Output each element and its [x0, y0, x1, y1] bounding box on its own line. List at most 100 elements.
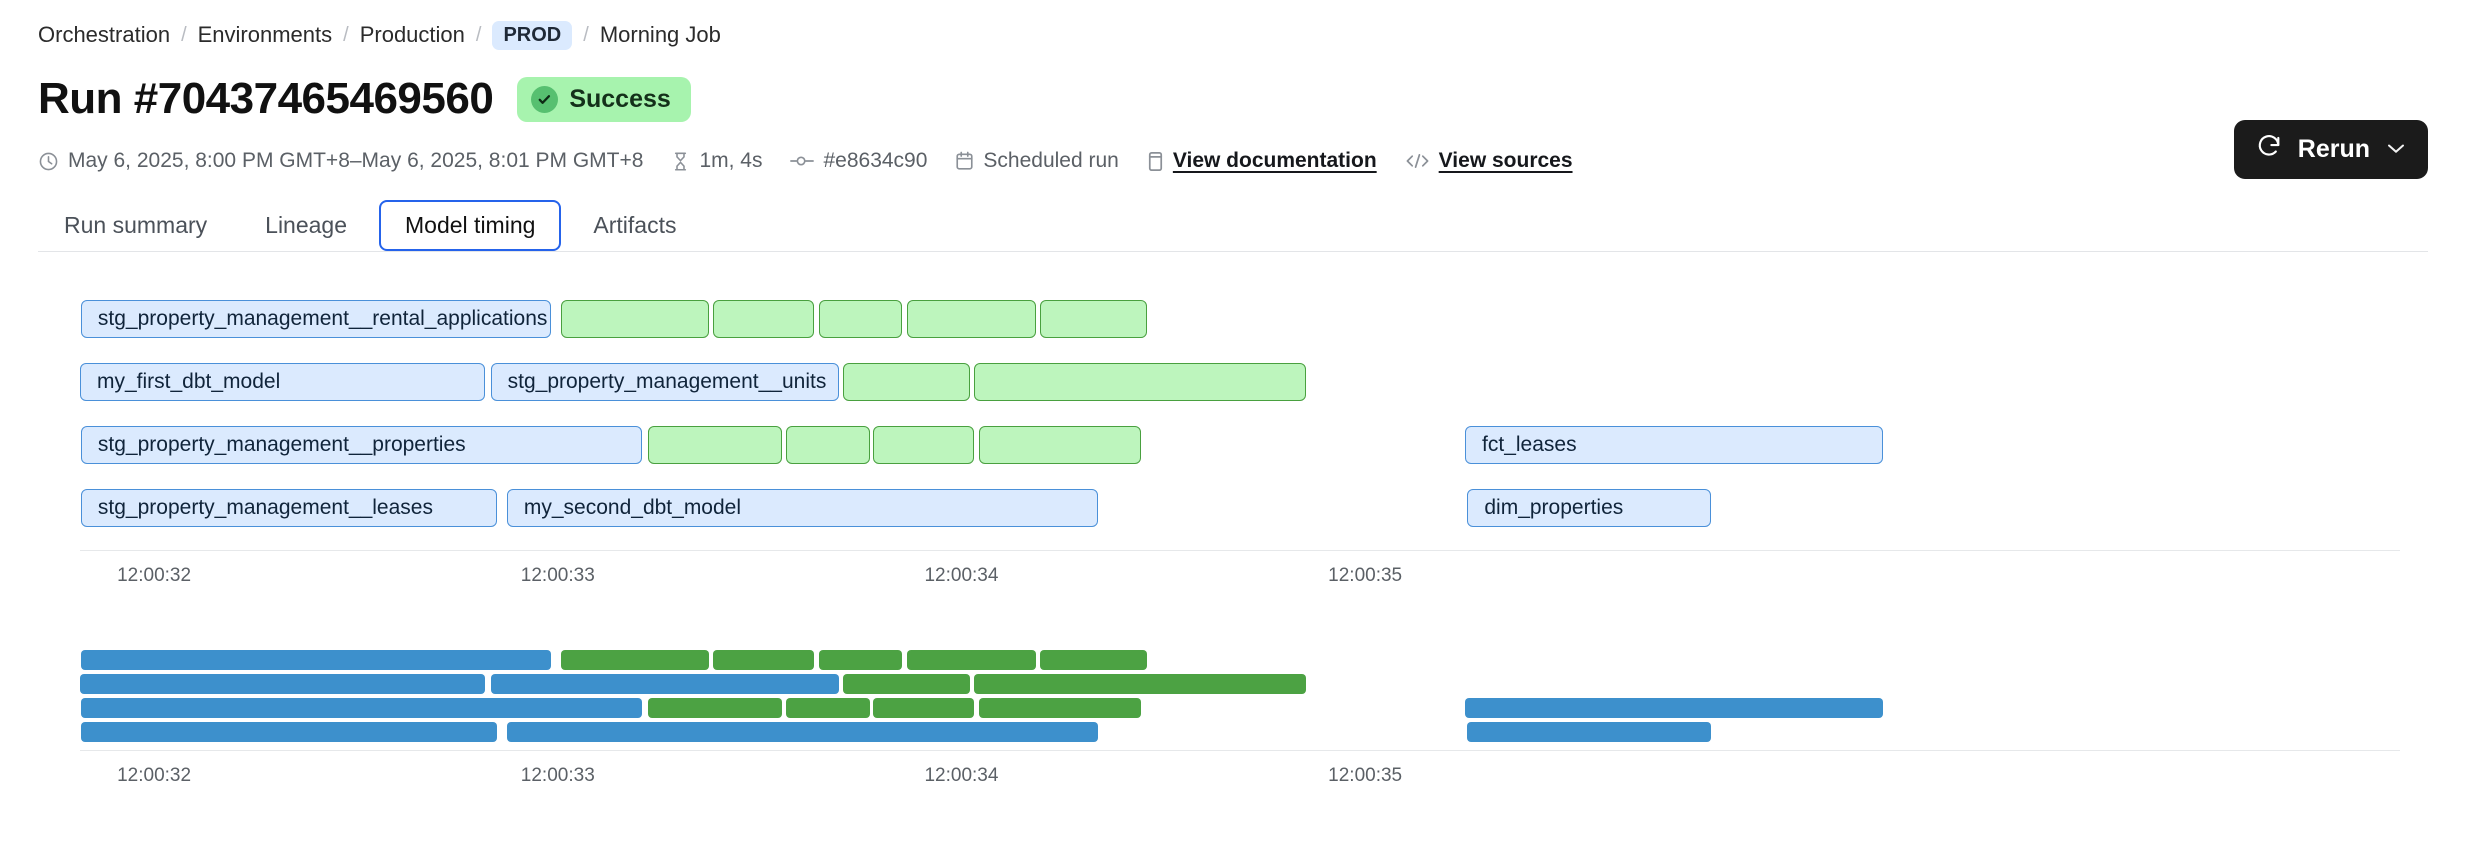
axis-tick-label: 12:00:34 — [924, 765, 999, 786]
gantt-bar-stg_property_management__rental_applications[interactable]: stg_property_management__rental_applicat… — [80, 300, 551, 338]
minimap-bar[interactable] — [974, 674, 1307, 694]
breadcrumb: Orchestration / Environments / Production / PR… — [38, 0, 2428, 50]
meta-timerange-value: May 6, 2025, 8:00 PM GMT+8–May 6, 2025, … — [68, 149, 644, 172]
meta-duration: 1m, 4s — [671, 149, 762, 173]
minimap-lane — [80, 648, 2400, 672]
minimap-bar[interactable] — [979, 698, 1142, 718]
breadcrumb-separator: / — [343, 23, 349, 46]
calendar-icon — [955, 151, 974, 171]
axis-tick-label: 12:00:32 — [117, 765, 192, 786]
minimap-bar[interactable] — [1465, 698, 1883, 718]
git-commit-icon — [790, 154, 815, 168]
minimap-bar[interactable] — [506, 722, 1099, 742]
gantt-bar-test[interactable] — [974, 363, 1307, 401]
tab-run-summary[interactable]: Run summary — [64, 212, 208, 238]
axis-tick-label: 12:00:32 — [117, 565, 192, 586]
minimap-bar[interactable] — [648, 698, 782, 718]
minimap-lane — [80, 672, 2400, 696]
status-badge: Success — [517, 76, 691, 122]
book-icon — [1147, 151, 1164, 172]
gantt-bar-test[interactable] — [1040, 300, 1148, 338]
minimap-bar[interactable] — [80, 650, 551, 670]
minimap-bar[interactable] — [786, 698, 870, 718]
axis-tick-label: 12:00:33 — [520, 765, 595, 786]
breadcrumb-item-morning-job: Morning Job — [599, 22, 721, 47]
tab-artifacts[interactable]: Artifacts — [593, 212, 677, 238]
view-documentation-link[interactable]: View documentation — [1172, 149, 1377, 172]
gantt-bar-stg_property_management__units[interactable]: stg_property_management__units — [490, 363, 839, 401]
axis-tick-label: 12:00:35 — [1328, 565, 1403, 586]
minimap-time-axis: 12:00:32 12:00:33 12:00:34 12:00:35 — [80, 750, 2400, 796]
meta-commit-value: #e8634c90 — [823, 149, 928, 172]
breadcrumb-item-prod[interactable]: PROD — [492, 20, 573, 50]
minimap-bar[interactable] — [80, 698, 643, 718]
breadcrumb-separator: / — [583, 23, 589, 46]
minimap-lane — [80, 720, 2400, 744]
gantt-bar-test[interactable] — [907, 300, 1036, 338]
minimap-bar[interactable] — [490, 674, 839, 694]
meta-trigger: Scheduled run — [955, 149, 1119, 173]
gantt-bar-test[interactable] — [873, 426, 975, 464]
tab-bar: Run summary Lineage Model timing Artifacts — [38, 200, 2428, 252]
model-timing-gantt: stg_property_management__rental_applicat… — [80, 292, 2400, 544]
minimap-bar[interactable] — [1040, 650, 1148, 670]
breadcrumb-separator: / — [181, 23, 187, 46]
axis-tick-label: 12:00:34 — [924, 565, 999, 586]
minimap-bar[interactable] — [873, 698, 975, 718]
minimap-bar[interactable] — [818, 650, 903, 670]
run-metadata: May 6, 2025, 8:00 PM GMT+8–May 6, 2025, … — [38, 144, 2428, 178]
title-row: Run #70437465469560 Success — [38, 70, 2428, 128]
axis-tick-label: 12:00:33 — [520, 565, 595, 586]
gantt-bar-my_first_dbt_model[interactable]: my_first_dbt_model — [80, 363, 485, 401]
view-sources-link[interactable]: View sources — [1438, 149, 1573, 172]
meta-trigger-value: Scheduled run — [983, 149, 1119, 172]
gantt-bar-test[interactable] — [648, 426, 782, 464]
minimap-bar[interactable] — [1467, 722, 1711, 742]
gantt-bar-test[interactable] — [786, 426, 870, 464]
gantt-bar-stg_property_management__properties[interactable]: stg_property_management__properties — [80, 426, 643, 464]
timing-minimap[interactable] — [80, 648, 2400, 744]
breadcrumb-item-environments[interactable]: Environments — [197, 22, 333, 47]
minimap-bar[interactable] — [80, 722, 498, 742]
gantt-bar-test[interactable] — [818, 300, 903, 338]
rerun-button[interactable]: Rerun — [2233, 120, 2428, 179]
breadcrumb-item-production[interactable]: Production — [359, 22, 465, 47]
breadcrumb-item-orchestration[interactable]: Orchestration — [38, 22, 171, 47]
gantt-bar-fct_leases[interactable]: fct_leases — [1465, 426, 1883, 464]
tab-model-timing[interactable]: Model timing — [379, 200, 562, 251]
tab-lineage[interactable]: Lineage — [265, 212, 348, 238]
axis-tick-label: 12:00:35 — [1328, 765, 1403, 786]
clock-icon — [38, 151, 59, 172]
refresh-icon — [2256, 133, 2282, 166]
gantt-bar-test[interactable] — [561, 300, 709, 338]
minimap-bar[interactable] — [713, 650, 815, 670]
breadcrumb-separator: / — [475, 23, 482, 46]
minimap-bar[interactable] — [80, 674, 485, 694]
meta-documentation[interactable]: View documentation — [1147, 149, 1377, 173]
minimap-bar[interactable] — [561, 650, 709, 670]
gantt-lane: stg_property_management__rental_applicat… — [80, 292, 2400, 355]
meta-sources[interactable]: View sources — [1405, 149, 1573, 173]
code-icon — [1405, 152, 1430, 170]
page-title: Run #70437465469560 — [38, 74, 494, 123]
minimap-bar[interactable] — [907, 650, 1036, 670]
gantt-bar-stg_property_management__leases[interactable]: stg_property_management__leases — [80, 489, 498, 527]
gantt-bar-test[interactable] — [843, 363, 970, 401]
meta-commit: #e8634c90 — [790, 149, 927, 173]
gantt-bar-test[interactable] — [713, 300, 815, 338]
hourglass-icon — [671, 151, 690, 172]
status-badge-label: Success — [569, 84, 671, 113]
minimap-lane — [80, 696, 2400, 720]
gantt-lane: stg_property_management__properties fct_l… — [80, 418, 2400, 481]
minimap-bar[interactable] — [843, 674, 970, 694]
chevron-down-icon — [2386, 140, 2406, 160]
gantt-bar-my_second_dbt_model[interactable]: my_second_dbt_model — [506, 489, 1099, 527]
gantt-bar-dim_properties[interactable]: dim_properties — [1467, 489, 1711, 527]
gantt-bar-test[interactable] — [979, 426, 1142, 464]
check-circle-icon — [531, 85, 559, 113]
rerun-button-label: Rerun — [2297, 135, 2370, 163]
meta-duration-value: 1m, 4s — [699, 149, 763, 172]
